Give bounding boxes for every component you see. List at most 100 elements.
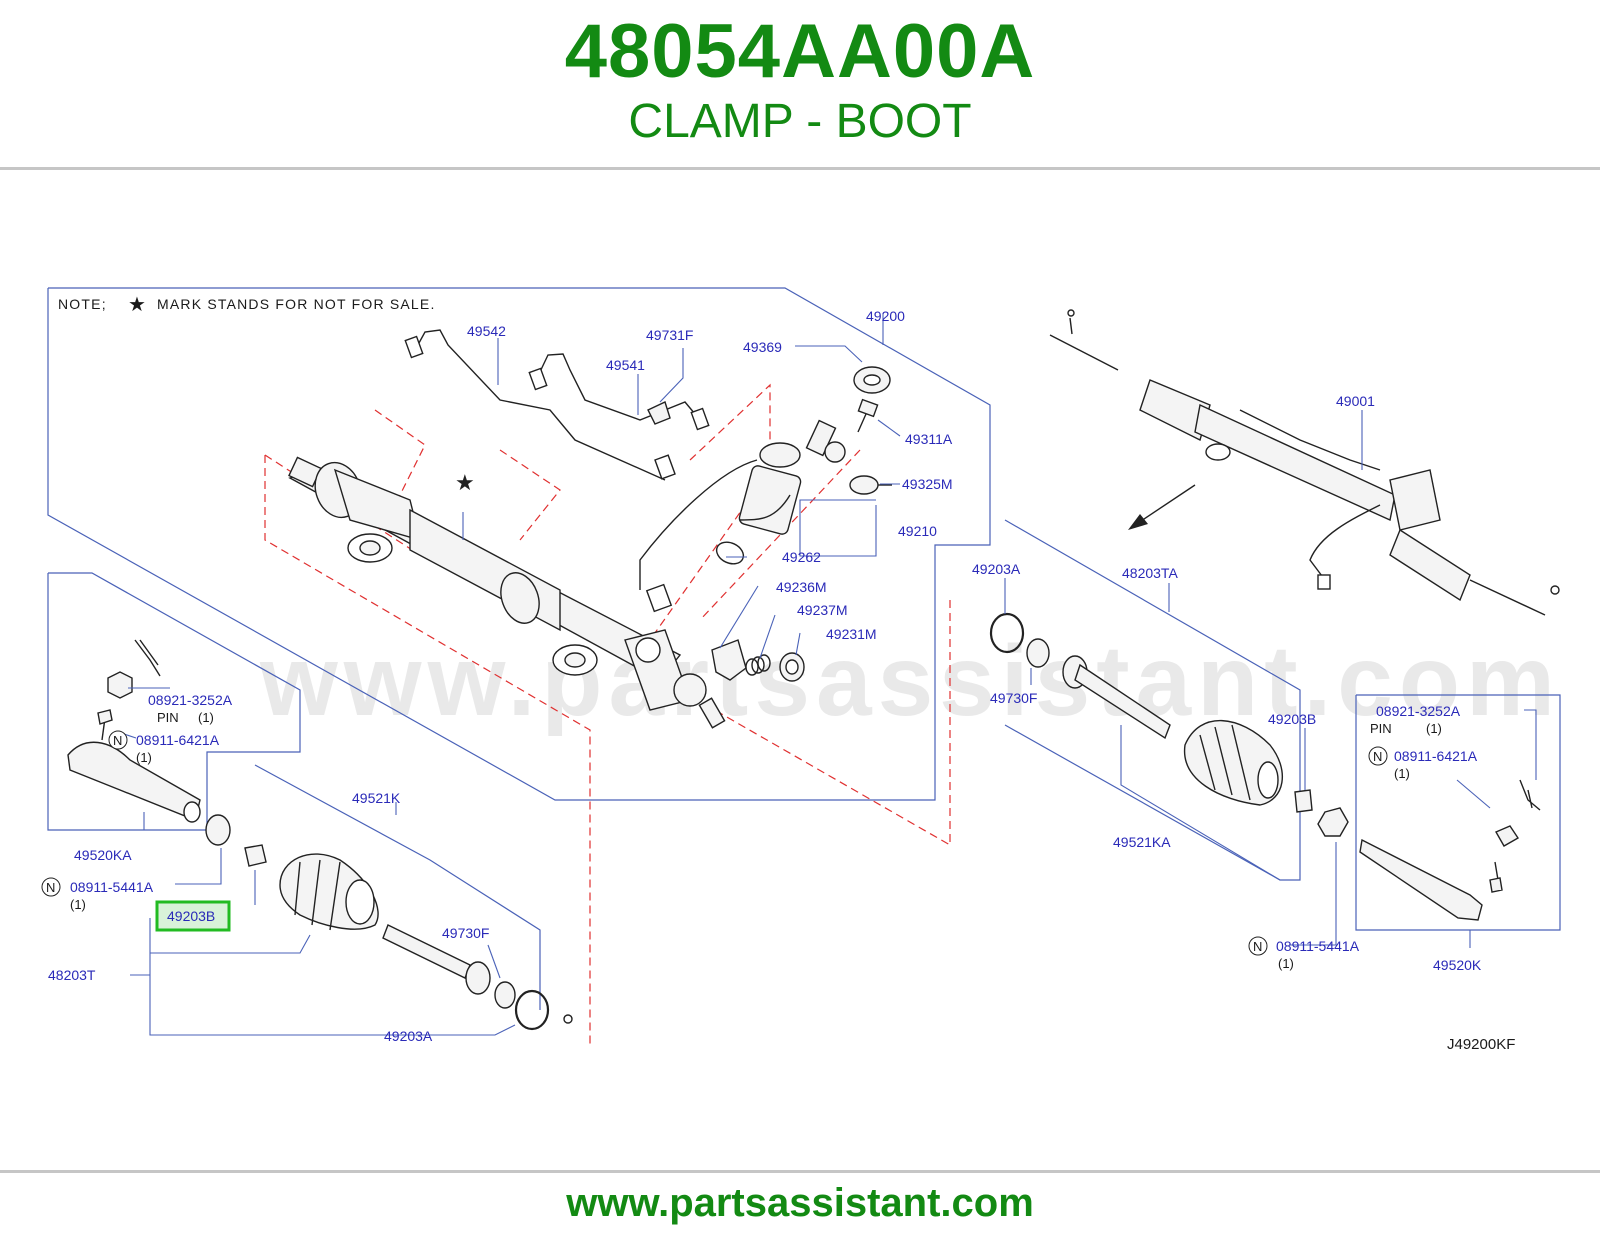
clamp-49203B-right	[1294, 789, 1313, 813]
label-08911-6421A-right: 08911-6421A	[1394, 748, 1478, 764]
parts-diagram: www.partsassistant.com NOTE; ★ MARK STAN…	[41, 287, 1561, 1053]
note-label: NOTE;	[58, 296, 107, 312]
n-badge-5441-right: N	[1248, 936, 1268, 956]
top-divider	[0, 167, 1600, 170]
svg-text:N: N	[1253, 939, 1262, 954]
label-49542: 49542	[467, 323, 506, 339]
star-icon: ★	[128, 294, 147, 316]
not-for-sale-outline	[264, 455, 591, 1045]
label-49210: 49210	[898, 523, 937, 539]
bottom-divider	[0, 1170, 1600, 1173]
label-08911-5441A-right: 08911-5441A	[1276, 938, 1360, 954]
n-badge-5441-left: N	[41, 877, 61, 897]
left-tie-rod-frame	[47, 572, 301, 831]
label-6421-qty-right: (1)	[1394, 766, 1410, 781]
clamp-49203B-left	[244, 844, 267, 867]
boot-right	[1184, 719, 1284, 806]
nut-right	[1317, 807, 1349, 837]
watermark: www.partsassistant.com	[259, 625, 1561, 737]
label-49730F-left: 49730F	[442, 925, 489, 941]
label-pin-qty-right: (1)	[1426, 721, 1442, 736]
label-49311A: 49311A	[905, 431, 953, 447]
boot-left	[279, 853, 379, 931]
label-5441-qty-right: (1)	[1278, 956, 1294, 971]
label-08911-6421A-left: 08911-6421A	[136, 732, 220, 748]
svg-text:49203B: 49203B	[167, 908, 215, 924]
inner-tie-rod-right	[1062, 655, 1171, 740]
part-49325M-fitting	[849, 475, 892, 495]
label-pin-qty-left: (1)	[198, 710, 214, 725]
tie-rod-end-right	[1359, 779, 1541, 921]
svg-text:N: N	[1373, 749, 1382, 764]
hydraulic-pipes	[404, 329, 710, 481]
dashed-guide-6	[609, 600, 951, 847]
label-49231M: 49231M	[826, 626, 877, 642]
label-49203B-right: 49203B	[1268, 711, 1316, 727]
highlighted-part-49203B[interactable]: 49203B	[155, 900, 231, 932]
note-text: MARK STANDS FOR NOT FOR SALE.	[157, 296, 436, 312]
footer-url[interactable]: www.partsassistant.com	[566, 1181, 1034, 1225]
dashed-guide-3	[499, 449, 561, 541]
left-boot-frame	[254, 764, 541, 1010]
washer-left	[205, 814, 231, 846]
label-49237M: 49237M	[797, 602, 848, 618]
n-badge-6421-right: N	[1368, 746, 1388, 766]
dashed-guide-4	[649, 383, 771, 641]
steering-gear-assembly-49001	[1049, 309, 1560, 616]
star-icon-rack: ★	[455, 470, 475, 495]
part-49203A-right-oring	[989, 612, 1025, 654]
pinion-valve-assembly	[639, 419, 846, 613]
svg-text:N: N	[113, 733, 122, 748]
inner-tie-rod-left	[382, 924, 491, 995]
label-49541: 49541	[606, 357, 645, 373]
label-49521KA: 49521KA	[1113, 834, 1171, 850]
label-08921-3252A-right: 08921-3252A	[1376, 703, 1461, 719]
page-header: 48054AA00A CLAMP - BOOT	[0, 0, 1600, 168]
svg-text:N: N	[46, 880, 55, 895]
label-pin-left: PIN	[157, 710, 179, 725]
label-49203A-right: 49203A	[972, 561, 1021, 577]
part-49311A-bolt	[857, 398, 879, 433]
right-boot-frame	[1004, 519, 1301, 881]
label-49521K: 49521K	[352, 790, 401, 806]
label-pin-right: PIN	[1370, 721, 1392, 736]
dashed-guide-2	[374, 409, 426, 506]
label-49730F-right: 49730F	[990, 690, 1037, 706]
label-08911-5441A-left: 08911-5441A	[70, 879, 154, 895]
part-number: 48054AA00A	[564, 9, 1036, 94]
pin-left-cotter	[134, 639, 161, 677]
label-49200: 49200	[866, 308, 905, 324]
label-49001: 49001	[1336, 393, 1375, 409]
part-49237M-spring	[745, 654, 771, 676]
label-49236M: 49236M	[776, 579, 827, 595]
leader-lines	[117, 314, 1537, 1036]
part-49262-oring	[715, 541, 745, 565]
label-49262: 49262	[782, 549, 821, 565]
label-49369: 49369	[743, 339, 782, 355]
direction-arrow	[1128, 484, 1196, 530]
label-6421-qty-left: (1)	[136, 750, 152, 765]
right-tie-rod-frame	[1355, 694, 1561, 931]
part-49369-inner	[863, 374, 881, 386]
rack-housing	[288, 456, 726, 729]
label-49731F: 49731F	[646, 327, 693, 343]
n-badge-6421-left: N	[108, 730, 128, 750]
part-49730F-right-washer	[1026, 638, 1050, 668]
tie-rod-end-left	[67, 709, 201, 823]
label-49520K: 49520K	[1433, 957, 1482, 973]
part-49231M-inner	[785, 659, 799, 675]
label-48203T: 48203T	[48, 967, 96, 983]
part-49236M-plug	[711, 639, 747, 681]
part-49730F-left-washer	[494, 981, 516, 1009]
label-49203A-left: 49203A	[384, 1028, 433, 1044]
label-48203TA: 48203TA	[1122, 565, 1178, 581]
nut-left	[107, 671, 133, 699]
main-assembly-frame	[47, 287, 991, 801]
label-49520KA: 49520KA	[74, 847, 132, 863]
label-08921-3252A-left: 08921-3252A	[148, 692, 233, 708]
label-49325M: 49325M	[902, 476, 953, 492]
drawing-code: J49200KF	[1447, 1036, 1515, 1053]
part-49203A-left-oring	[514, 989, 573, 1031]
label-5441-qty-left: (1)	[70, 897, 86, 912]
part-name: CLAMP - BOOT	[628, 95, 972, 148]
